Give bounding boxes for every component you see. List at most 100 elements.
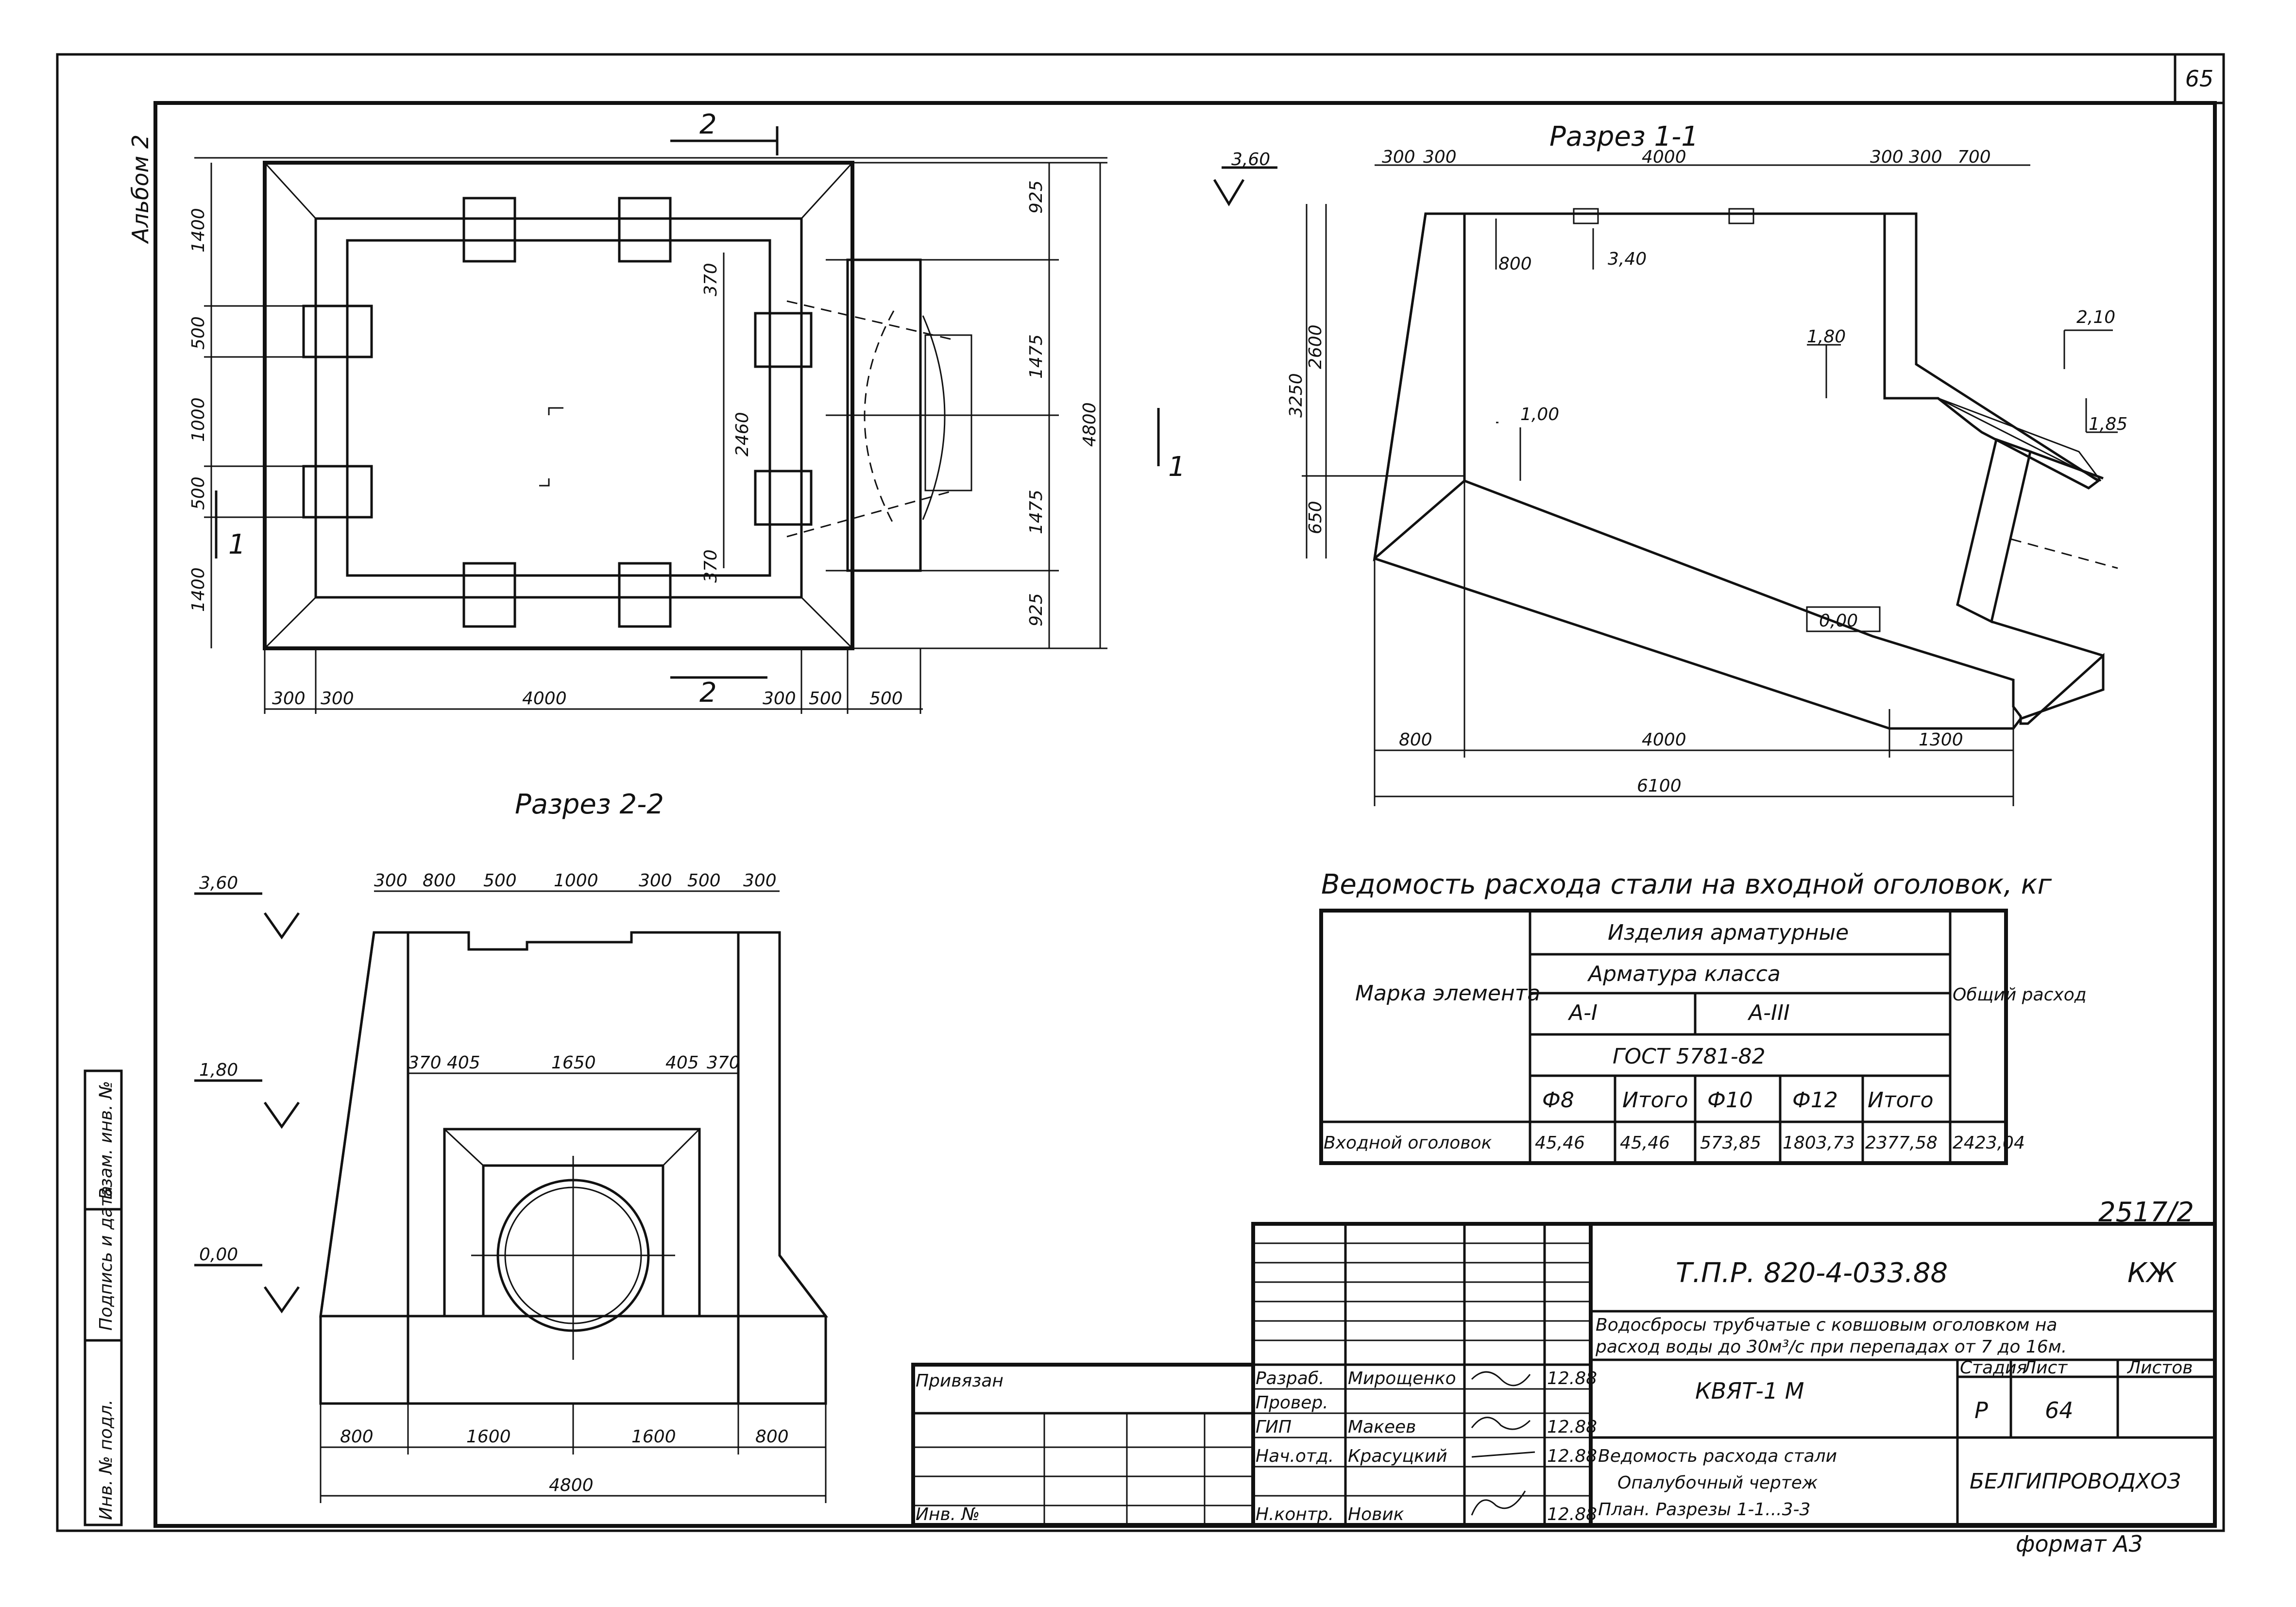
plan-dim-top-5: 500 xyxy=(869,689,903,709)
signature-0 xyxy=(1471,1371,1531,1387)
section-1-1-level-6: 0,00 xyxy=(1819,611,1858,631)
steel-table-val-4: 2377,58 xyxy=(1865,1133,1938,1153)
plan-dim-right-7: 370 xyxy=(701,549,721,583)
role-3: Нач.отд. xyxy=(1256,1446,1334,1466)
plan-section-mark-top: 2 xyxy=(699,109,717,140)
bound-label: Привязан xyxy=(916,1371,1003,1391)
section-1-1-view xyxy=(1213,164,2118,806)
plan-dim-top-3: 300 xyxy=(763,689,796,709)
outer-frame xyxy=(56,53,2225,1532)
plan-dim-right-5: 4800 xyxy=(1080,402,1100,447)
section-1-1-dim-top-1: 300 xyxy=(1423,147,1457,167)
plan-section-mark-right: 1 xyxy=(1168,451,1186,483)
plan-dim-top-0: 300 xyxy=(272,689,306,709)
section-2-2-dim-top-6: 300 xyxy=(743,871,777,891)
name-3: Красуцкий xyxy=(1348,1446,1447,1466)
title-sheet-value: 64 xyxy=(2045,1397,2074,1423)
section-2-2-dim-top-0: 300 xyxy=(374,871,408,891)
steel-table-val-2: 573,85 xyxy=(1700,1133,1761,1153)
title-sheets-label: Листов xyxy=(2126,1358,2193,1378)
section-1-1-dim-top-0: 300 xyxy=(1382,147,1415,167)
plan-dim-left-0: 1400 xyxy=(188,208,208,253)
title-sheet-title-2: Опалубочный чертеж xyxy=(1617,1473,1818,1493)
sheet-number: 65 xyxy=(2185,66,2214,92)
section-2-2-title: Разрез 2-2 xyxy=(515,789,664,820)
plan-dim-left-1: 500 xyxy=(188,316,208,350)
steel-table-col-mark: Марка элемента xyxy=(1355,981,1540,1006)
plan-dim-right-1: 1475 xyxy=(1026,334,1046,379)
steel-table-gost: ГОСТ 5781-82 xyxy=(1613,1044,1766,1069)
date-3: 12.88 xyxy=(1547,1446,1597,1466)
format-label: формат A3 xyxy=(2016,1531,2143,1557)
steel-table-rebar-class: Арматура класса xyxy=(1587,962,1781,986)
section-2-2-dim-top-4: 300 xyxy=(639,871,672,891)
section-2-2-level-0: 3,60 xyxy=(199,873,238,893)
section-1-1-dim-top-3: 300 xyxy=(1870,147,1904,167)
role-2: ГИП xyxy=(1256,1417,1292,1437)
section-2-2-dim-top-2: 500 xyxy=(483,871,517,891)
section-2-2-dim-mid-0: 370 xyxy=(408,1053,442,1073)
plan-dim-right-0: 925 xyxy=(1026,180,1046,214)
date-2: 12.88 xyxy=(1547,1417,1597,1437)
section-1-1-dim-inner: 800 xyxy=(1498,254,1532,274)
signature-4 xyxy=(1471,1490,1526,1516)
steel-table-val-0: 45,46 xyxy=(1535,1133,1585,1153)
side-stamp-cell-0: Инв. № подл. xyxy=(96,1400,116,1520)
title-description-2: расход воды до 30м³/с при перепадах от 7… xyxy=(1595,1337,2067,1357)
plan-dim-left-2: 1000 xyxy=(188,397,208,442)
section-1-1-level-5: 1,85 xyxy=(2089,414,2127,434)
title-stage-label: Стадия xyxy=(1960,1358,2027,1378)
date-4: 12.88 xyxy=(1547,1505,1597,1524)
section-2-2-dim-top-3: 1000 xyxy=(554,871,598,891)
steel-table-row-label: Входной оголовок xyxy=(1324,1133,1492,1153)
album-label: Альбом 2 xyxy=(127,135,153,244)
section-2-2-dim-mid-4: 370 xyxy=(707,1053,740,1073)
plan-section-mark-left: 1 xyxy=(228,529,246,560)
side-stamp-cell-2: Взам. инв. № xyxy=(96,1081,116,1200)
steel-table-total-col: Общий расход xyxy=(1953,985,2087,1005)
section-1-1-dim-left-1: 2600 xyxy=(1306,324,1326,369)
plan-dim-right-4: 925 xyxy=(1026,593,1046,626)
side-stamp-cell-1: Подпись и дата xyxy=(96,1186,116,1331)
plan-dim-top-2: 4000 xyxy=(522,689,567,709)
name-4: Новик xyxy=(1348,1505,1404,1524)
plan-dim-right-6: 370 xyxy=(701,263,721,296)
steel-table-sub-3: Ф12 xyxy=(1792,1088,1838,1113)
role-1: Провер. xyxy=(1256,1393,1328,1413)
steel-table-title: Ведомость расхода стали на входной оголо… xyxy=(1321,869,2052,900)
section-2-2-dim-bottom-4: 4800 xyxy=(549,1475,594,1495)
plan-dim-top-4: 500 xyxy=(809,689,842,709)
title-element: КВЯТ-1 М xyxy=(1695,1378,1804,1404)
section-2-2-dim-bottom-1: 1600 xyxy=(466,1427,511,1447)
section-1-1-level-1: 3,40 xyxy=(1608,249,1647,269)
section-1-1-dim-top-4: 300 xyxy=(1909,147,1942,167)
section-2-2-dim-top-5: 500 xyxy=(687,871,721,891)
inv-label: Инв. № xyxy=(916,1505,980,1524)
role-0: Разраб. xyxy=(1256,1369,1324,1388)
name-0: Мирощенко xyxy=(1348,1369,1456,1388)
side-stamp xyxy=(84,1069,123,1526)
section-1-1-dim-left-2: 650 xyxy=(1306,501,1326,534)
section-1-1-dim-bottom-1: 4000 xyxy=(1642,730,1686,750)
section-2-2-level-1: 1,80 xyxy=(199,1060,238,1080)
section-1-1-dim-bottom-3: 6100 xyxy=(1637,776,1682,796)
section-1-1-dim-bottom-0: 800 xyxy=(1399,730,1432,750)
section-1-1-dim-bottom-2: 1300 xyxy=(1919,730,1963,750)
section-2-2-dim-mid-3: 405 xyxy=(665,1053,699,1073)
steel-table-sub-2: Ф10 xyxy=(1707,1088,1753,1113)
steel-table-val-5: 2423,04 xyxy=(1953,1133,2025,1153)
section-2-2-view xyxy=(194,890,829,1503)
steel-table-class-a1: A-I xyxy=(1567,1000,1598,1025)
plan-view xyxy=(194,126,1160,714)
title-sheet-label: Лист xyxy=(2022,1358,2068,1378)
plan-dim-top-1: 300 xyxy=(321,689,354,709)
sheet-number-box xyxy=(2174,53,2225,104)
section-2-2-dim-bottom-3: 800 xyxy=(755,1427,789,1447)
plan-dim-left-3: 500 xyxy=(188,476,208,510)
role-4: Н.контр. xyxy=(1256,1505,1334,1524)
title-sheet-title-3: План. Разрезы 1-1...3-3 xyxy=(1598,1500,1810,1520)
plan-section-mark-bottom: 2 xyxy=(699,677,717,709)
section-2-2-dim-bottom-2: 1600 xyxy=(631,1427,676,1447)
name-2: Макеев xyxy=(1348,1417,1416,1437)
plan-dim-left-4: 1400 xyxy=(188,567,208,612)
